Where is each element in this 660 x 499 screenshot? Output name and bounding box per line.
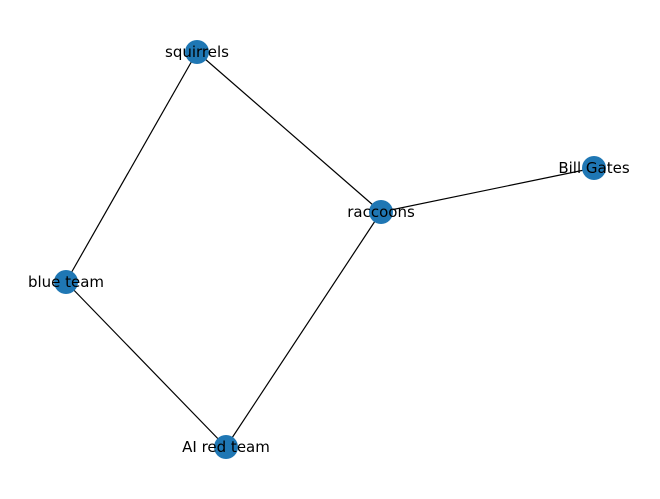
node-ai_red_team (214, 435, 238, 459)
edges-layer (65, 51, 595, 448)
nodes-layer (54, 40, 606, 459)
node-label-bill_gates: Bill Gates (558, 159, 629, 177)
labels-layer: squirrels raccoons Bill Gates blue team AI r… (28, 43, 630, 456)
edge-squirrels-blue_team (65, 51, 198, 283)
node-squirrels (185, 40, 209, 64)
node-bill_gates (582, 156, 606, 180)
node-raccoons (369, 200, 393, 224)
node-label-ai_red_team: AI red team (182, 438, 270, 456)
node-blue_team (54, 270, 78, 294)
edge-raccoons-ai_red_team (225, 211, 382, 448)
node-label-raccoons: raccoons (347, 203, 415, 221)
node-label-squirrels: squirrels (165, 43, 229, 61)
edge-blue_team-ai_red_team (65, 281, 227, 448)
node-label-blue_team: blue team (28, 273, 104, 291)
edge-squirrels-raccoons (196, 51, 382, 213)
edge-raccoons-bill_gates (380, 167, 595, 213)
